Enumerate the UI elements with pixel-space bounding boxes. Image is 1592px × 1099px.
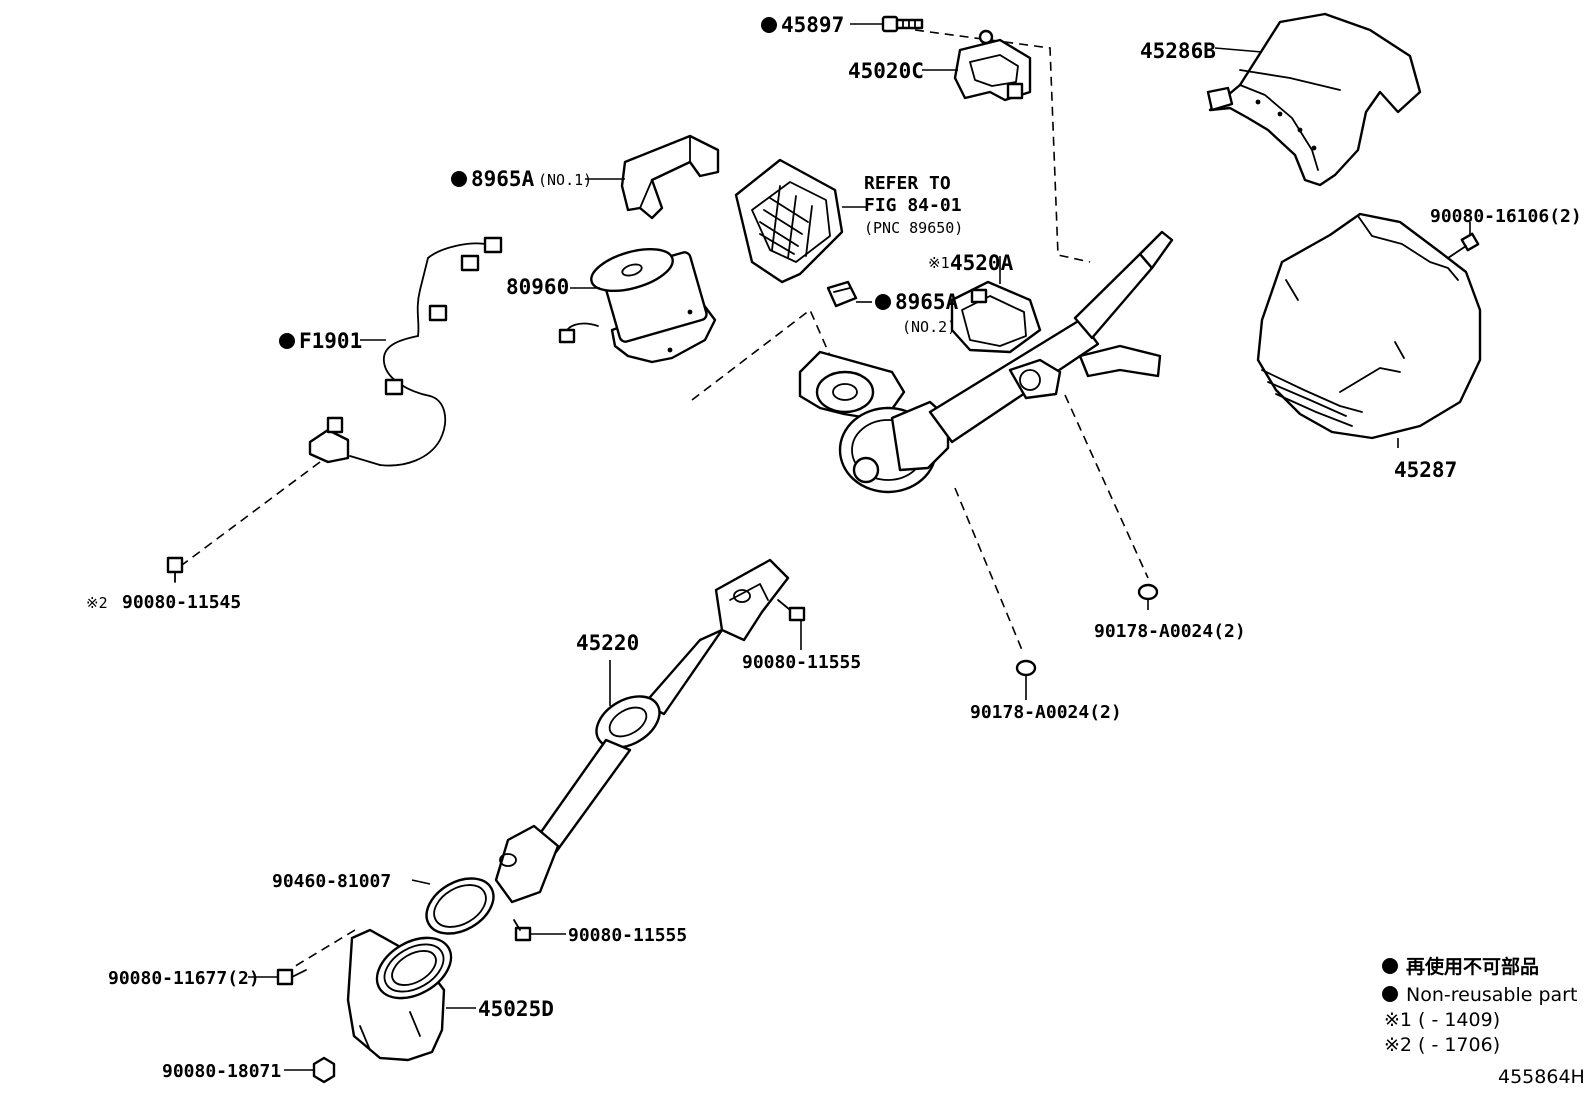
part-80960-motor (558, 247, 717, 364)
ecu-module-reference (734, 158, 868, 284)
label-8965A-no2: 8965A (895, 290, 959, 314)
legend-dot-en (1382, 986, 1398, 1002)
label-90080-18071: 90080-18071 (162, 1061, 281, 1082)
part-90080-11555-bolt-lower (513, 919, 566, 942)
label-90080-11555-b: 90080-11555 (568, 925, 687, 946)
part-45897-bolt (850, 15, 924, 33)
label-45287: 45287 (1394, 458, 1457, 482)
label-45220: 45220 (576, 631, 639, 655)
non-reusable-dot (761, 17, 777, 33)
label-8965A-no1: 8965A (471, 167, 535, 191)
non-reusable-dot (279, 333, 295, 349)
legend-en-text: Non-reusable part (1406, 984, 1577, 1006)
part-45286B-upper-cover (1206, 12, 1422, 187)
part-F1901-wire-harness (308, 236, 503, 467)
part-90080-16106-screw (1447, 222, 1480, 259)
non-reusable-dot (875, 294, 891, 310)
label-45286B: 45286B (1140, 39, 1216, 63)
legend-note1-range: ( - 1409) (1418, 1009, 1500, 1031)
label-F1901: F1901 (299, 329, 362, 353)
label-8965A-no2-note: (NO.2) (902, 318, 956, 336)
non-reusable-dot (451, 171, 467, 187)
part-90080-11555-bolt-upper (777, 599, 806, 650)
part-4520A-steering-column (798, 230, 1174, 494)
part-45287-lower-cover (1256, 212, 1482, 448)
part-90460-81007-ring (411, 877, 495, 935)
label-8965A-no1-note: (NO.1) (538, 171, 592, 189)
part-90080-18071-nut (284, 1056, 336, 1084)
refer-line-2: FIG 84-01 (864, 195, 962, 216)
refer-line-1: REFER TO (864, 173, 951, 194)
part-90080-11545-bolt (166, 556, 184, 583)
part-8965A-no1-bracket (585, 134, 720, 220)
note2-mark-label: ※2 (86, 594, 108, 612)
part-90080-11677-bolt (248, 968, 307, 986)
part-45220-intermediate-shaft (494, 558, 790, 904)
part-8965A-no2-clip (826, 280, 872, 308)
legend-jp-text: 再使用不可部品 (1406, 955, 1539, 978)
legend-note1-mark: ※1 (1384, 1009, 1412, 1031)
legend-note2-mark: ※2 (1384, 1034, 1412, 1056)
figure-id: 455864H (1498, 1066, 1585, 1088)
label-90080-11677: 90080-11677(2) (108, 968, 260, 989)
refer-line-3: (PNC 89650) (864, 219, 963, 237)
label-80960: 80960 (506, 275, 569, 299)
part-45020C-lock-body (922, 29, 1032, 102)
legend-note2-range: ( - 1706) (1418, 1034, 1500, 1056)
label-4520A: 4520A (950, 251, 1014, 275)
note1-mark-label: ※1 (928, 254, 950, 272)
label-90178-A0024-a: 90178-A0024(2) (1094, 621, 1246, 642)
legend: 再使用不可部品 Non-reusable part ※1 ( - 1409) ※… (1382, 955, 1585, 1088)
label-90080-16106: 90080-16106(2) (1430, 206, 1582, 227)
part-labels: 45897 45020C 45286B 8965A (NO.1) REFER T… (86, 13, 1582, 1082)
label-45897: 45897 (781, 13, 844, 37)
label-90080-11545: 90080-11545 (122, 592, 241, 613)
label-90460-81007: 90460-81007 (272, 871, 391, 892)
legend-dot-jp (1382, 958, 1398, 974)
label-90080-11555-a: 90080-11555 (742, 652, 861, 673)
label-45025D: 45025D (478, 997, 554, 1021)
label-90178-A0024-b: 90178-A0024(2) (970, 702, 1122, 723)
part-90178-A0024-nut-a (1137, 583, 1159, 610)
part-90178-A0024-nut-b (1015, 659, 1037, 700)
label-45020C: 45020C (848, 59, 924, 83)
part-45025D-column-boot (346, 928, 476, 1062)
